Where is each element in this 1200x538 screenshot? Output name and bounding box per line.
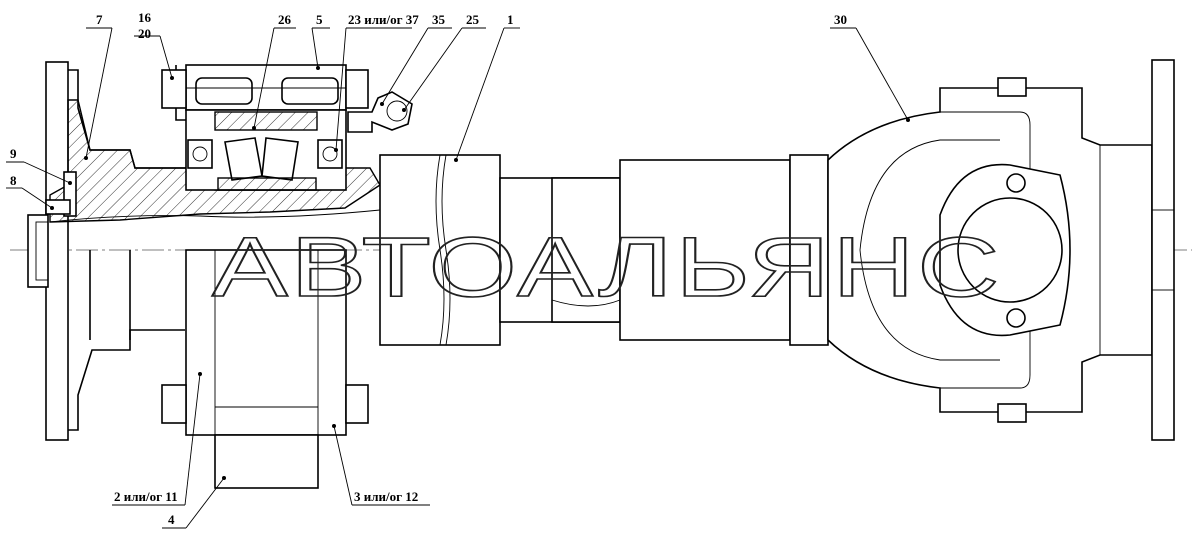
callout-8: 8	[10, 173, 17, 188]
callout-26: 26	[278, 12, 292, 27]
callout-30: 30	[834, 12, 847, 27]
callout-5: 5	[316, 12, 323, 27]
callout-23: 23 или/ог 37	[348, 12, 419, 27]
callout-leaders	[6, 27, 910, 529]
bearing-housing	[185, 64, 347, 489]
universal-joint-yoke	[827, 77, 1153, 423]
callout-7: 7	[96, 12, 103, 27]
callout-25: 25	[466, 12, 480, 27]
callout-1: 1	[507, 12, 514, 27]
right-flange	[1151, 59, 1175, 441]
callout-3-or-12: 3 или/ог 12	[354, 489, 418, 504]
spline-sleeve	[379, 154, 621, 346]
callout-4: 4	[168, 512, 175, 527]
watermark-text: АВТОАЛЬЯНС	[212, 220, 1002, 314]
shaft-tube	[619, 159, 791, 341]
callout-20: 20	[138, 26, 151, 41]
housing-bolts	[161, 69, 369, 424]
callout-9: 9	[10, 146, 17, 161]
callout-16: 16	[138, 10, 152, 25]
grease-fitting	[347, 91, 413, 133]
callout-35: 35	[432, 12, 446, 27]
left-flange	[27, 61, 211, 441]
callout-2-or-11: 2 или/ог 11	[114, 489, 178, 504]
